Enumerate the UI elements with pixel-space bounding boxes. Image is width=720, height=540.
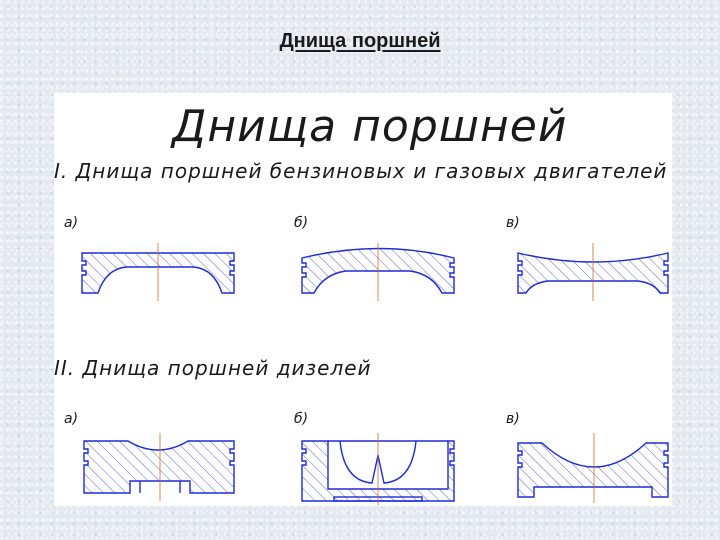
section-2-heading: II. Днища поршней дизелей [54, 356, 372, 380]
piston-diesel-b [301, 433, 455, 505]
label-1c: в) [506, 215, 520, 231]
label-2a: а) [64, 411, 78, 427]
piston-diesel-a [83, 433, 235, 501]
label-1b: б) [294, 215, 308, 231]
label-2c: в) [506, 411, 520, 427]
drawing-canvas: Днища поршней I. Днища поршней бензиновы… [54, 101, 669, 505]
label-1a: а) [64, 215, 78, 231]
technical-drawing: Днища поршней I. Днища поршней бензиновы… [54, 93, 672, 506]
piston-gasoline-a [81, 243, 235, 301]
slide-title: Днища поршней [279, 30, 441, 52]
piston-gasoline-b [301, 243, 455, 301]
section-1-heading: I. Днища поршней бензиновых и газовых дв… [54, 159, 667, 183]
label-2b: б) [294, 411, 308, 427]
piston-diesel-c [517, 433, 669, 503]
drawing-heading: Днища поршней [170, 101, 567, 152]
piston-gasoline-c [517, 243, 669, 301]
